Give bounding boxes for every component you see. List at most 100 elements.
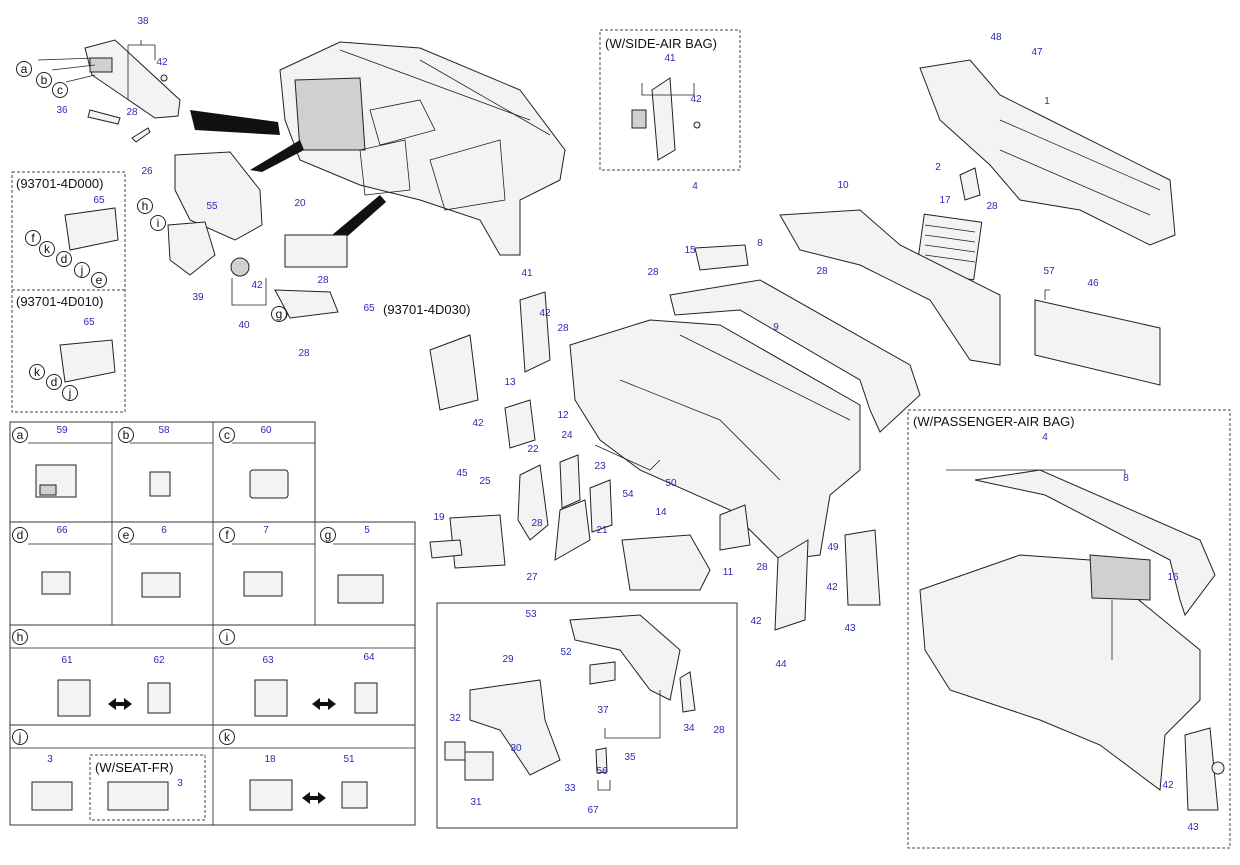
letter-marker-b: b (123, 428, 130, 442)
callout-c28g: 28 (557, 323, 569, 334)
callout-c4b: 4 (1042, 432, 1048, 443)
seat-fr-label: (W/SEAT-FR) (95, 760, 173, 775)
letter-marker-circle (52, 82, 68, 98)
letter-marker-circle (25, 230, 41, 246)
letter-marker-circle (29, 364, 45, 380)
glovebox-assembly (444, 614, 696, 791)
variant-box (11, 171, 126, 413)
callout-c27: 27 (526, 572, 538, 583)
letter-marker-j: j (68, 386, 72, 400)
callout-c28f: 28 (816, 266, 828, 277)
callout-c57: 57 (1043, 266, 1055, 277)
steering-support-frame (915, 59, 1176, 386)
callout-c25: 25 (479, 476, 491, 487)
upper-dashboard-assembly (190, 41, 566, 256)
callout-c28e: 28 (647, 267, 659, 278)
letter-marker-circle (219, 527, 235, 543)
variant-d030-label: (93701-4D030) (383, 302, 470, 317)
callout-c12: 12 (557, 410, 569, 421)
letter-marker-circle (118, 427, 134, 443)
callout-c4a: 4 (692, 181, 698, 192)
callout-c28a: 28 (126, 107, 138, 118)
letter-marker-circle (12, 629, 28, 645)
letter-marker-g: g (276, 307, 283, 321)
letter-marker-j: j (80, 263, 84, 277)
callout-c42b: 42 (251, 280, 263, 291)
callout-c20: 20 (294, 198, 306, 209)
callout-c30: 30 (510, 743, 522, 754)
letter-marker-k: k (224, 730, 231, 744)
letter-marker-c: c (57, 83, 63, 97)
letter-marker-c: c (224, 428, 230, 442)
letter-marker-d: d (61, 252, 68, 266)
callout-c54: 54 (622, 489, 634, 500)
callout-c45: 45 (456, 468, 468, 479)
letter-marker-e: e (123, 528, 130, 542)
grid-part-number-g: 5 (364, 525, 370, 536)
callout-c13: 13 (504, 377, 516, 388)
grid-part-number-a: 59 (56, 425, 68, 436)
letter-marker-h: h (17, 630, 24, 644)
letter-marker-a: a (17, 428, 24, 442)
callout-c29: 29 (502, 654, 514, 665)
grid-part-number-c: 60 (260, 425, 272, 436)
callout-c42c: 42 (690, 94, 702, 105)
letter-marker-d: d (17, 528, 24, 542)
variant-d000-label: (93701-4D000) (16, 176, 103, 191)
grid-part-number-f: 7 (263, 525, 269, 536)
callout-c28j: 28 (713, 725, 725, 736)
side-airbag-box (599, 29, 741, 171)
callout-c42d: 42 (539, 308, 551, 319)
callout-c65c: 65 (83, 317, 95, 328)
grid-part-number-b: 58 (158, 425, 170, 436)
crash-pad-main (429, 209, 1001, 631)
passenger-airbag-box (907, 409, 1231, 849)
callout-c31: 31 (470, 797, 482, 808)
callout-c65a: 65 (363, 303, 375, 314)
callout-c42a: 42 (156, 57, 168, 68)
letter-marker-k: k (34, 365, 41, 379)
grid-part-number-k2: 51 (343, 754, 355, 765)
letter-marker-j: j (18, 730, 22, 744)
callout-c28h: 28 (531, 518, 543, 529)
callout-c35: 35 (624, 752, 636, 763)
callout-c42h: 42 (1162, 780, 1174, 791)
callout-c28i: 28 (756, 562, 768, 573)
letter-marker-g: g (325, 528, 332, 542)
callout-c46: 46 (1087, 278, 1099, 289)
callout-c15: 15 (684, 245, 696, 256)
passenger-airbag-label: (W/PASSENGER-AIR BAG) (913, 414, 1075, 429)
callout-c39: 39 (192, 292, 204, 303)
cluster-fascia-parts (37, 39, 348, 322)
callout-c55: 55 (206, 201, 218, 212)
letter-marker-circle (74, 262, 90, 278)
callout-c38: 38 (137, 16, 149, 27)
callout-c10: 10 (837, 180, 849, 191)
callout-c24: 24 (561, 430, 573, 441)
callout-c36: 36 (56, 105, 68, 116)
letter-marker-circle (219, 729, 235, 745)
callout-c16: 16 (1167, 572, 1179, 583)
letter-marker-circle (219, 629, 235, 645)
letter-marker-k: k (44, 242, 51, 256)
callout-c48: 48 (990, 32, 1002, 43)
parts-grid: (W/SEAT-FR) (9, 421, 416, 826)
callout-c49: 49 (827, 542, 839, 553)
callout-c41b: 41 (521, 268, 533, 279)
grid-part-number-h2: 62 (153, 655, 165, 666)
passenger-airbag-dashboard (919, 469, 1225, 811)
letter-marker-circle (320, 527, 336, 543)
callout-c42g: 42 (750, 616, 762, 627)
letter-marker-circle (271, 306, 287, 322)
callout-c28b: 28 (317, 275, 329, 286)
callout-c44: 44 (775, 659, 787, 670)
glovebox-frame (436, 602, 738, 829)
letter-marker-h: h (142, 199, 149, 213)
letter-marker-circle (12, 427, 28, 443)
callout-c2: 2 (935, 162, 941, 173)
callout-c56: 56 (596, 766, 608, 777)
letter-marker-circle (46, 374, 62, 390)
